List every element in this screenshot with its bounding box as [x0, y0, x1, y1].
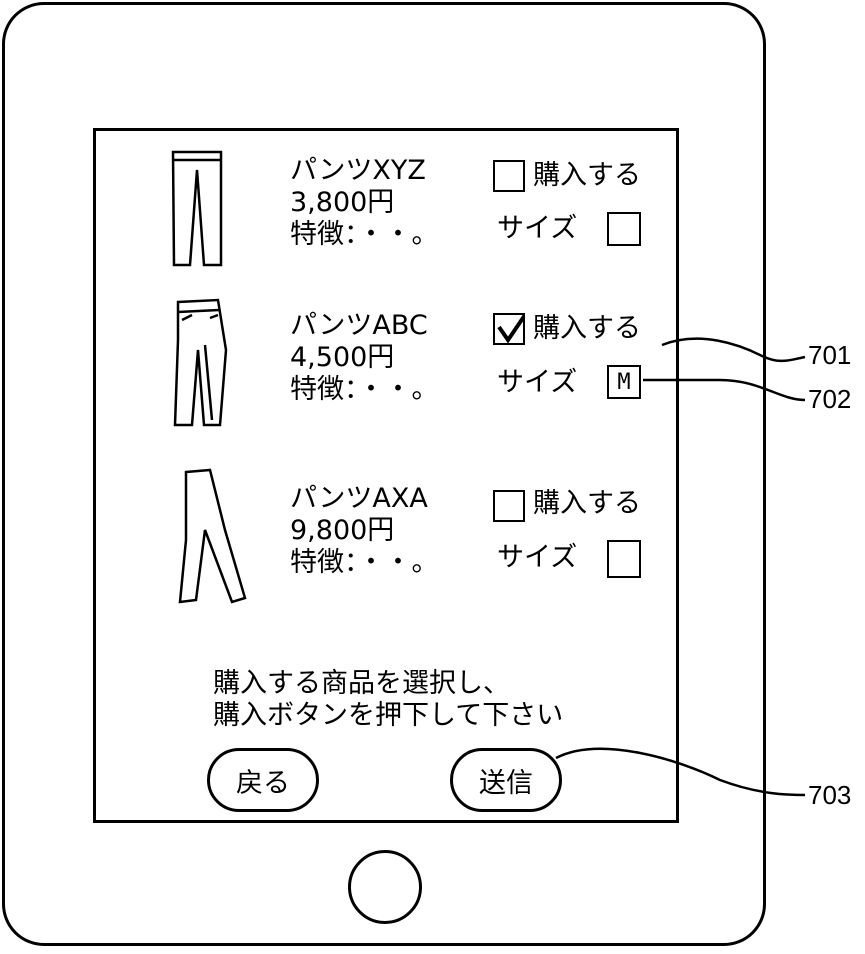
product-feature: 特徴：・・。: [290, 547, 439, 578]
callout-line-702: [643, 378, 806, 402]
buy-label: 購入する: [533, 488, 641, 519]
pants-xyz-icon: [171, 150, 223, 267]
product-name: パンツAXA: [290, 483, 428, 514]
ref-702: 702: [808, 384, 852, 414]
product-price: 3,800円: [290, 187, 395, 218]
product-feature: 特徴：・・。: [290, 374, 439, 405]
callout-line-703: [555, 747, 806, 797]
tablet-device: [2, 2, 766, 946]
back-button[interactable]: 戻る: [207, 748, 319, 812]
product-row-2: パンツABC 4,500円 特徴：・・。: [290, 310, 439, 406]
size-label: サイズ: [497, 213, 578, 244]
size-label: サイズ: [497, 542, 578, 573]
pants-abc-icon: [173, 298, 228, 427]
ref-701: 701: [808, 340, 852, 370]
size-input[interactable]: M: [607, 365, 641, 399]
ref-703: 703: [808, 780, 852, 810]
size-input[interactable]: [607, 540, 641, 578]
product-price: 9,800円: [290, 515, 395, 546]
buy-checkbox[interactable]: [493, 160, 525, 192]
callout-line-701: [661, 337, 806, 363]
screen: [93, 128, 679, 823]
size-label: サイズ: [497, 367, 578, 398]
size-input[interactable]: [607, 212, 641, 246]
checkmark-icon: [497, 314, 523, 344]
pants-axa-icon: [178, 468, 247, 604]
buy-label: 購入する: [533, 160, 641, 191]
home-button[interactable]: [348, 850, 422, 924]
buy-checkbox[interactable]: [493, 490, 525, 522]
product-row-1: パンツXYZ 3,800円 特徴：・・。: [290, 155, 439, 251]
product-row-3: パンツAXA 9,800円 特徴：・・。: [290, 483, 439, 579]
instruction-line-2: 購入ボタンを押下して下さい: [213, 700, 564, 731]
send-button[interactable]: 送信: [450, 748, 562, 812]
buy-label: 購入する: [533, 313, 641, 344]
instruction-line-1: 購入する商品を選択し、: [213, 668, 510, 699]
product-name: パンツABC: [290, 310, 428, 341]
product-name: パンツXYZ: [290, 155, 426, 186]
product-feature: 特徴：・・。: [290, 219, 439, 250]
buy-checkbox-checked[interactable]: [493, 313, 525, 345]
product-price: 4,500円: [290, 342, 395, 373]
